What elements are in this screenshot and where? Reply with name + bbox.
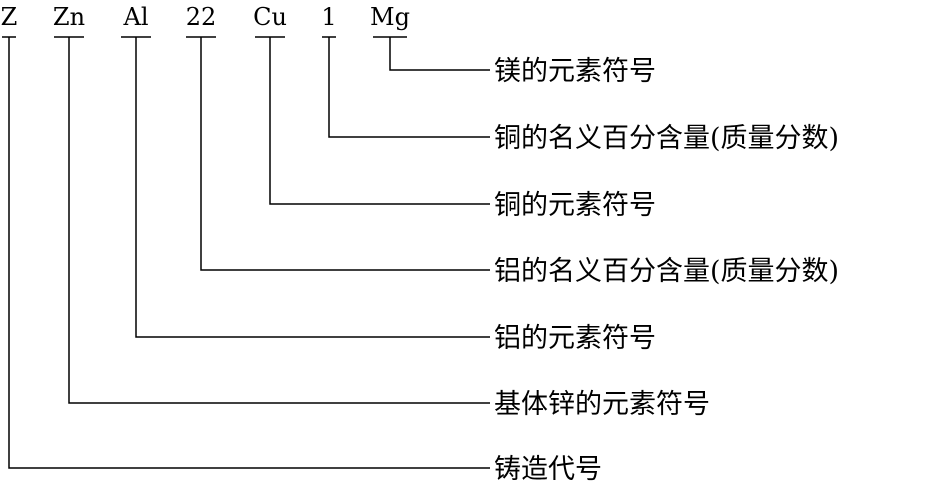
connector-1 xyxy=(328,37,490,138)
desc-casting-code: 铸造代号 xyxy=(494,454,602,484)
connector-22 xyxy=(200,37,490,271)
code-z: Z xyxy=(1,3,18,31)
code-mg: Mg xyxy=(370,3,410,31)
code-labels: Z Zn Al 22 Cu 1 Mg xyxy=(1,3,410,31)
connector-cu xyxy=(269,37,490,205)
code-al: Al xyxy=(122,3,148,31)
desc-al-content: 铝的名义百分含量(质量分数) xyxy=(494,256,839,287)
code-1: 1 xyxy=(321,3,336,31)
desc-zn-symbol: 基体锌的元素符号 xyxy=(494,389,710,420)
code-zn: Zn xyxy=(53,3,85,31)
connector-mg xyxy=(389,37,490,71)
code-22: 22 xyxy=(186,3,217,31)
desc-cu-symbol: 铜的元素符号 xyxy=(494,190,656,221)
desc-cu-content: 铜的名义百分含量(质量分数) xyxy=(494,123,839,154)
description-labels: 镁的元素符号 铜的名义百分含量(质量分数) 铜的元素符号 铝的名义百分含量(质量… xyxy=(494,56,839,484)
connector-zn xyxy=(68,37,490,404)
desc-al-symbol: 铝的元素符号 xyxy=(494,323,656,354)
connector-lines xyxy=(8,37,490,469)
connector-z xyxy=(8,37,490,469)
code-cu: Cu xyxy=(253,3,287,31)
connector-al xyxy=(135,37,490,338)
desc-mg-symbol: 镁的元素符号 xyxy=(494,56,656,87)
